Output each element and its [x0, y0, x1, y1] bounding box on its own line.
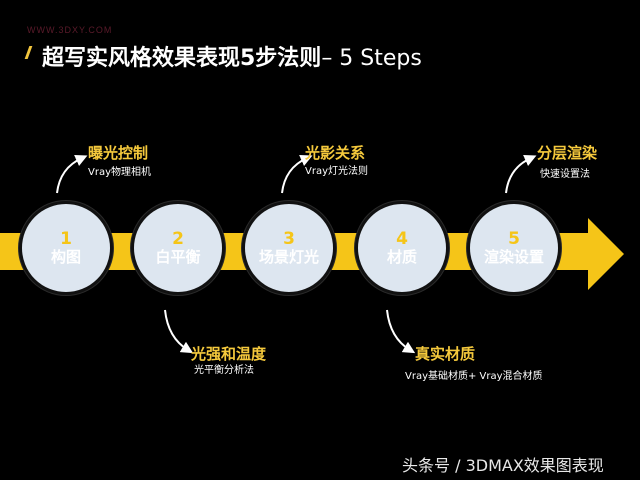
step-number: 5 — [508, 229, 520, 249]
step-label: 材质 — [386, 248, 417, 266]
note-title-light-shadow: 光影关系 — [305, 144, 366, 162]
step-3: 3 场景灯光 — [242, 201, 336, 295]
step-2: 2 白平衡 — [131, 201, 225, 295]
step-number: 1 — [60, 229, 72, 249]
step-label: 场景灯光 — [258, 248, 319, 266]
footer-credit: 头条号 / 3DMAX效果图表现 — [402, 456, 604, 475]
note-title-light-intensity: 光强和温度 — [191, 345, 267, 363]
step-label: 构图 — [50, 248, 81, 266]
step-number: 4 — [396, 229, 408, 249]
step-label: 渲染设置 — [483, 248, 544, 266]
step-1: 1 构图 — [19, 201, 113, 295]
note-title-exposure: 曝光控制 — [88, 144, 149, 162]
note-sub-light-shadow: Vray灯光法则 — [305, 166, 368, 177]
note-sub-light-intensity: 光平衡分析法 — [194, 365, 254, 376]
note-sub-real-material: Vray基础材质+ Vray混合材质 — [405, 371, 543, 382]
page-title: 超写实风格效果表现5步法则– 5 Steps — [42, 40, 422, 72]
curved-arrow-icon — [281, 155, 313, 194]
curved-arrow-icon — [386, 309, 416, 354]
step-number: 3 — [283, 229, 295, 249]
title-cn: 超写实风格效果表现5步法则 — [42, 46, 322, 71]
curved-arrow-icon — [505, 155, 537, 194]
step-label: 白平衡 — [155, 248, 201, 266]
note-title-real-material: 真实材质 — [415, 345, 476, 363]
curved-arrow-icon — [56, 155, 88, 194]
step-4: 4 材质 — [355, 201, 449, 295]
step-5: 5 渲染设置 — [467, 201, 561, 295]
step-number: 2 — [172, 229, 184, 249]
note-sub-exposure: Vray物理相机 — [88, 167, 151, 178]
note-title-layered-render: 分层渲染 — [537, 144, 598, 162]
curved-arrow-icon — [164, 309, 194, 354]
note-sub-layered-render: 快速设置法 — [540, 169, 590, 180]
watermark: WWW.3DXY.COM — [27, 25, 113, 35]
title-en: – 5 Steps — [321, 46, 422, 71]
arrow-head-icon — [588, 218, 624, 290]
